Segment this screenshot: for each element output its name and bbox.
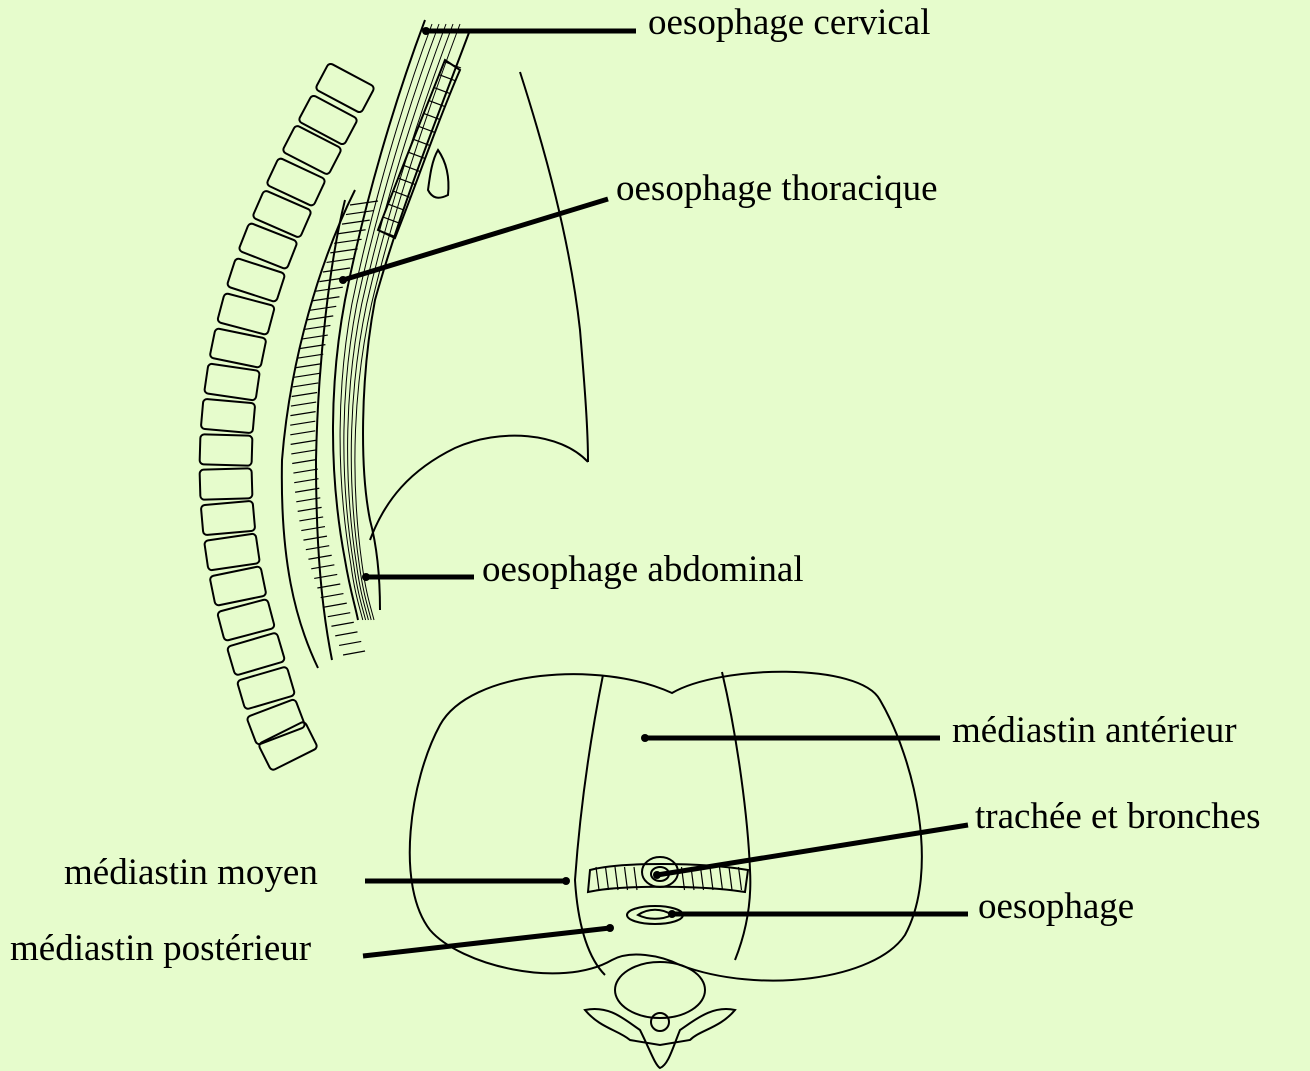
dot-trachea [653, 871, 661, 879]
striation-20 [293, 383, 319, 387]
striation-40 [314, 574, 337, 578]
striation-36 [303, 536, 327, 540]
striation-14 [304, 325, 330, 329]
trachea-ring-13 [383, 217, 399, 223]
striation-2 [346, 211, 374, 215]
striation-39 [311, 565, 334, 569]
bronchus-ring-3 [615, 867, 618, 890]
striation-47 [339, 641, 361, 645]
bronchus-ring-1 [596, 867, 599, 890]
striation-29 [293, 469, 317, 473]
dot-posterior [606, 924, 614, 932]
striation-4 [338, 230, 366, 234]
label-oesophage-thoracique: oesophage thoracique [616, 170, 938, 207]
striation-3 [342, 220, 370, 224]
diaphragm-dome [370, 436, 588, 540]
striation-19 [294, 373, 320, 377]
vertebra-12 [200, 434, 253, 466]
label-mediastin-anterieur: médiastin antérieur [952, 712, 1237, 749]
vertebra-21 [258, 721, 318, 771]
sagittal-view [200, 20, 588, 771]
bronchus-ring-4 [625, 867, 628, 890]
dot-abdominal [362, 573, 370, 581]
bronchus-ring-16 [739, 867, 742, 890]
oesophagus-tube-front [363, 30, 470, 610]
striation-18 [296, 364, 322, 368]
vertebra-10 [204, 363, 260, 400]
striation-44 [328, 613, 351, 617]
vertebral-body [615, 962, 705, 1018]
oesophagus-fiber-3 [348, 24, 446, 620]
striation-27 [291, 450, 316, 454]
oesophagus-tube-back [333, 20, 425, 620]
vertebra-1 [315, 63, 375, 114]
vertebra-11 [201, 399, 255, 433]
dot-oesophagus [668, 910, 676, 918]
vertebra-14 [201, 501, 255, 535]
transverse-section [410, 672, 922, 1068]
oesophagus-lumen [638, 910, 672, 919]
label-oesophage-abdominal: oesophage abdominal [482, 551, 804, 588]
striation-21 [292, 392, 317, 396]
thorax-outline [520, 72, 588, 462]
bronchus-ring-15 [729, 867, 732, 890]
striation-34 [299, 517, 323, 521]
vertebra-2 [298, 95, 358, 146]
vertebra-3 [282, 125, 342, 176]
leader-posterior [363, 928, 610, 956]
dot-middle [562, 877, 570, 885]
dot-thoracic [339, 276, 347, 284]
striation-22 [291, 402, 316, 406]
striation-13 [307, 316, 333, 320]
striation-48 [343, 651, 365, 655]
label-oesophage-cervical: oesophage cervical [648, 4, 931, 41]
striation-26 [291, 440, 316, 444]
thorax-cross-section-outline [410, 672, 922, 981]
striation-7 [327, 258, 354, 262]
dot-cervical [422, 27, 430, 35]
label-trachee-bronches: trachée et bronches [975, 798, 1261, 835]
striation-23 [290, 412, 315, 416]
striation-33 [298, 507, 322, 511]
bronchus-ring-13 [710, 867, 713, 890]
vertebra-16 [210, 566, 267, 606]
striation-35 [301, 527, 325, 531]
bronchus-ring-14 [720, 867, 723, 890]
striation-24 [290, 421, 315, 425]
vertebra-20 [246, 699, 305, 745]
striation-11 [313, 297, 340, 301]
vertebra-5 [252, 190, 312, 238]
striation-1 [350, 201, 378, 205]
striation-45 [331, 622, 353, 626]
leader-lines [339, 27, 968, 956]
striation-17 [297, 354, 323, 358]
striation-8 [323, 268, 350, 272]
striation-25 [290, 431, 315, 435]
striation-42 [321, 594, 344, 598]
dot-anterior [641, 734, 649, 742]
vertebra-4 [266, 157, 326, 206]
label-mediastin-posterieur: médiastin postérieur [10, 930, 311, 967]
striation-28 [292, 460, 317, 464]
right-pleura-line [722, 672, 750, 960]
striation-12 [310, 306, 337, 310]
label-oesophage: oesophage [978, 888, 1134, 925]
vertebra-15 [204, 533, 260, 570]
bronchus-ring-2 [606, 867, 609, 890]
vertebral-canal [651, 1013, 669, 1031]
label-mediastin-moyen: médiastin moyen [64, 854, 318, 891]
vertebra-9 [210, 328, 267, 368]
striation-43 [324, 603, 347, 607]
trachea-ring-14 [378, 230, 394, 236]
striation-30 [294, 479, 318, 483]
vertebra-13 [200, 468, 253, 500]
bronchus [428, 150, 448, 198]
striation-46 [335, 632, 357, 636]
